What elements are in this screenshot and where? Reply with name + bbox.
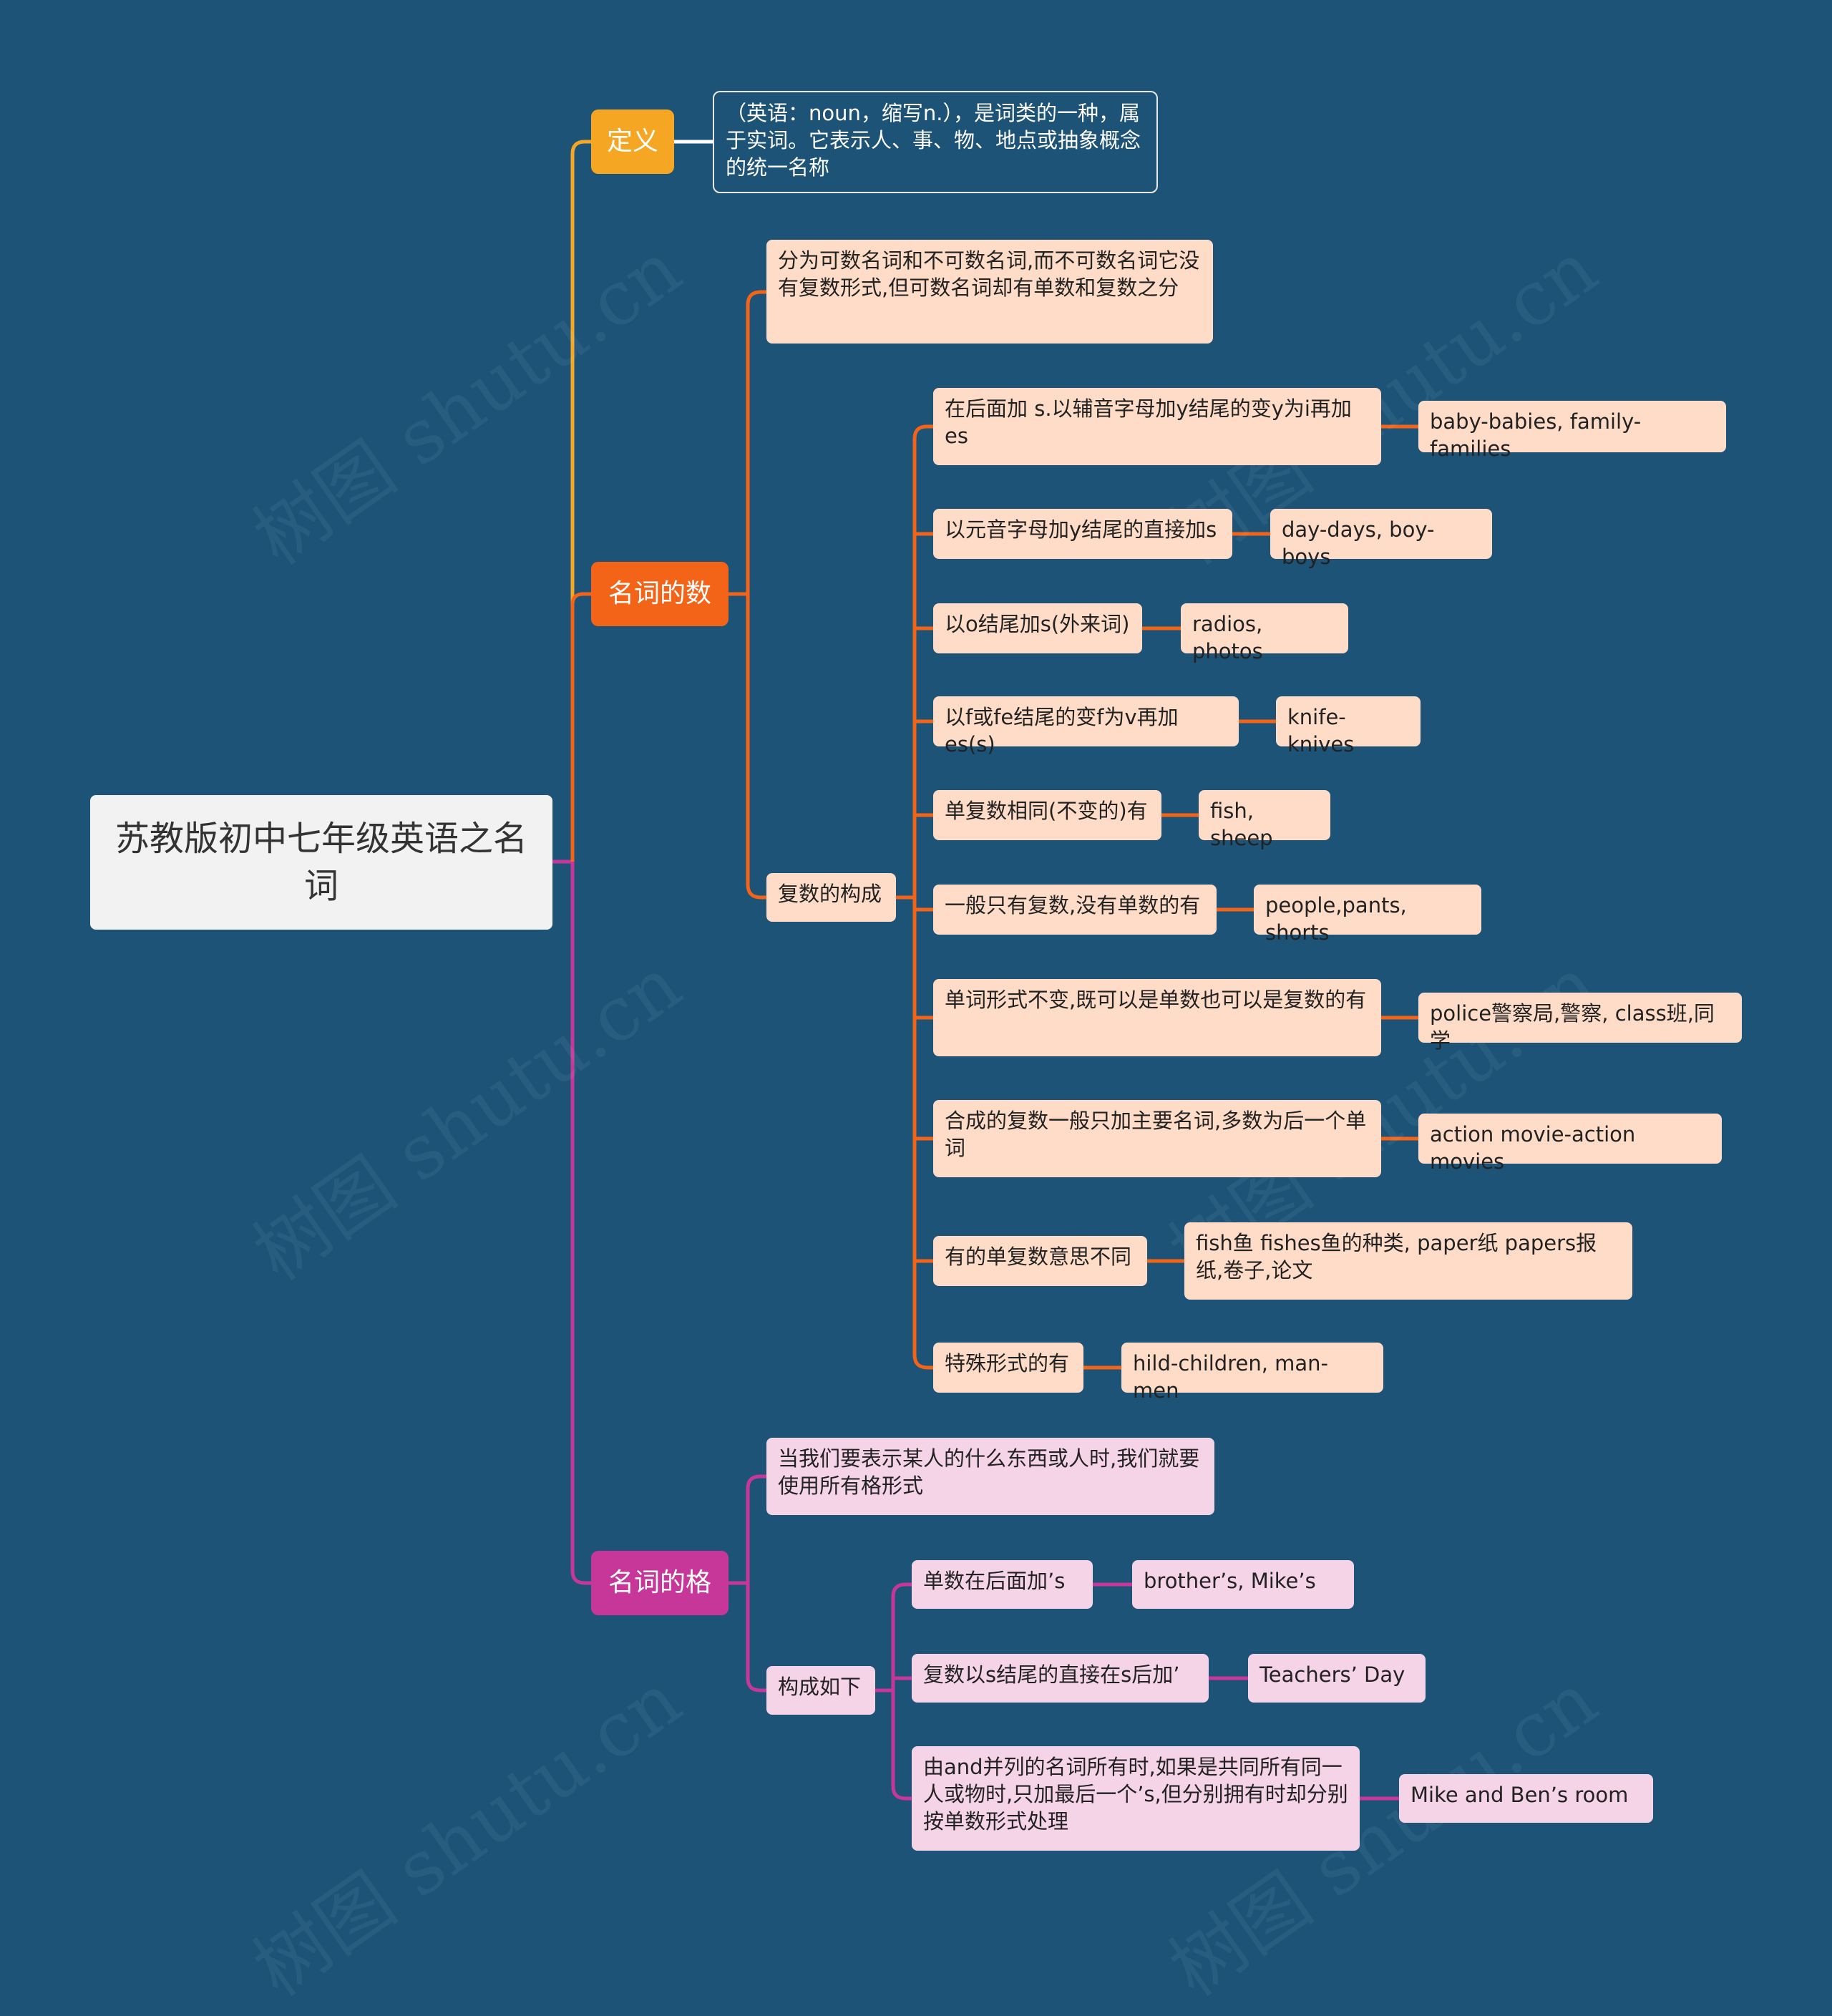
plural-rule[interactable]: 以o结尾加s(外来词) bbox=[933, 603, 1142, 653]
case-intro[interactable]: 当我们要表示某人的什么东西或人时,我们就要使用所有格形式 bbox=[766, 1438, 1214, 1515]
plural-formation[interactable]: 复数的构成 bbox=[766, 873, 896, 922]
case-rule[interactable]: 单数在后面加’s bbox=[912, 1560, 1093, 1609]
definition-text[interactable]: （英语：noun，缩写n.），是词类的一种，属于实词。它表示人、事、物、地点或抽… bbox=[713, 91, 1158, 193]
plural-example[interactable]: hild-children, man-men bbox=[1121, 1343, 1383, 1403]
plural-rule[interactable]: 合成的复数一般只加主要名词,多数为后一个单词 bbox=[933, 1100, 1381, 1177]
branch-definition[interactable]: 定义 bbox=[591, 109, 674, 174]
plural-rule[interactable]: 单复数相同(不变的)有 bbox=[933, 790, 1161, 840]
plural-example[interactable]: fish, sheep bbox=[1199, 790, 1330, 850]
plural-example[interactable]: fish鱼 fishes鱼的种类, paper纸 papers报纸,卷子,论文 bbox=[1184, 1222, 1632, 1300]
number-intro[interactable]: 分为可数名词和不可数名词,而不可数名词它没有复数形式,但可数名词却有单数和复数之… bbox=[766, 240, 1213, 344]
plural-rule[interactable]: 以f或fe结尾的变f为v再加es(s) bbox=[933, 696, 1239, 756]
plural-rule[interactable]: 单词形式不变,既可以是单数也可以是复数的有 bbox=[933, 979, 1381, 1056]
case-rule[interactable]: 复数以s结尾的直接在s后加’ bbox=[912, 1654, 1209, 1703]
plural-example[interactable]: police警察局,警察, class班,同学 bbox=[1418, 993, 1742, 1053]
plural-example[interactable]: action movie-action movies bbox=[1418, 1114, 1722, 1174]
plural-rule[interactable]: 在后面加 s.以辅音字母加y结尾的变y为i再加es bbox=[933, 388, 1381, 465]
case-example[interactable]: Mike and Ben’s room bbox=[1399, 1774, 1653, 1823]
plural-rule[interactable]: 特殊形式的有 bbox=[933, 1343, 1083, 1393]
branch-noun-case[interactable]: 名词的格 bbox=[591, 1551, 729, 1615]
connector-lines bbox=[552, 140, 1418, 1801]
plural-example[interactable]: day-days, boy-boys bbox=[1270, 509, 1492, 569]
plural-example[interactable]: people,pants, shorts bbox=[1254, 885, 1481, 945]
plural-rule[interactable]: 一般只有复数,没有单数的有 bbox=[933, 885, 1217, 935]
case-example[interactable]: Teachers’ Day bbox=[1248, 1654, 1426, 1703]
plural-example[interactable]: baby-babies, family-families bbox=[1418, 401, 1726, 461]
case-construction[interactable]: 构成如下 bbox=[766, 1666, 875, 1715]
case-rule[interactable]: 由and并列的名词所有时,如果是共同所有同一人或物时,只加最后一个’s,但分别拥… bbox=[912, 1746, 1360, 1851]
plural-example[interactable]: radios, photos bbox=[1181, 603, 1348, 663]
branch-noun-number[interactable]: 名词的数 bbox=[591, 562, 729, 626]
case-example[interactable]: brother’s, Mike’s bbox=[1132, 1560, 1354, 1609]
root-topic[interactable]: 苏教版初中七年级英语之名词 bbox=[90, 795, 552, 930]
plural-rule[interactable]: 以元音字母加y结尾的直接加s bbox=[933, 509, 1232, 559]
plural-example[interactable]: knife-knives bbox=[1276, 696, 1421, 756]
plural-rule[interactable]: 有的单复数意思不同 bbox=[933, 1236, 1147, 1286]
